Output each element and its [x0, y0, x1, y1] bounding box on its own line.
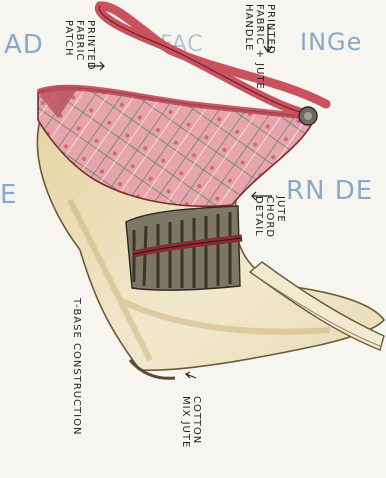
- annotation-handle: PRINTED FABRIC + JUTE HANDLE: [243, 4, 276, 94]
- annotation-material: COTTON MIX JUTE: [180, 396, 202, 466]
- annotation-base-construction: T-BASE CONSTRUCTION: [71, 298, 82, 435]
- annotation-cord-detail: JUTE CHORD DETAIL: [253, 196, 286, 256]
- arrow-cotton: [186, 372, 196, 378]
- annotation-fabric-patch: PRINTED FABRIC PATCH: [63, 20, 96, 70]
- jute-cord-detail: [126, 206, 242, 290]
